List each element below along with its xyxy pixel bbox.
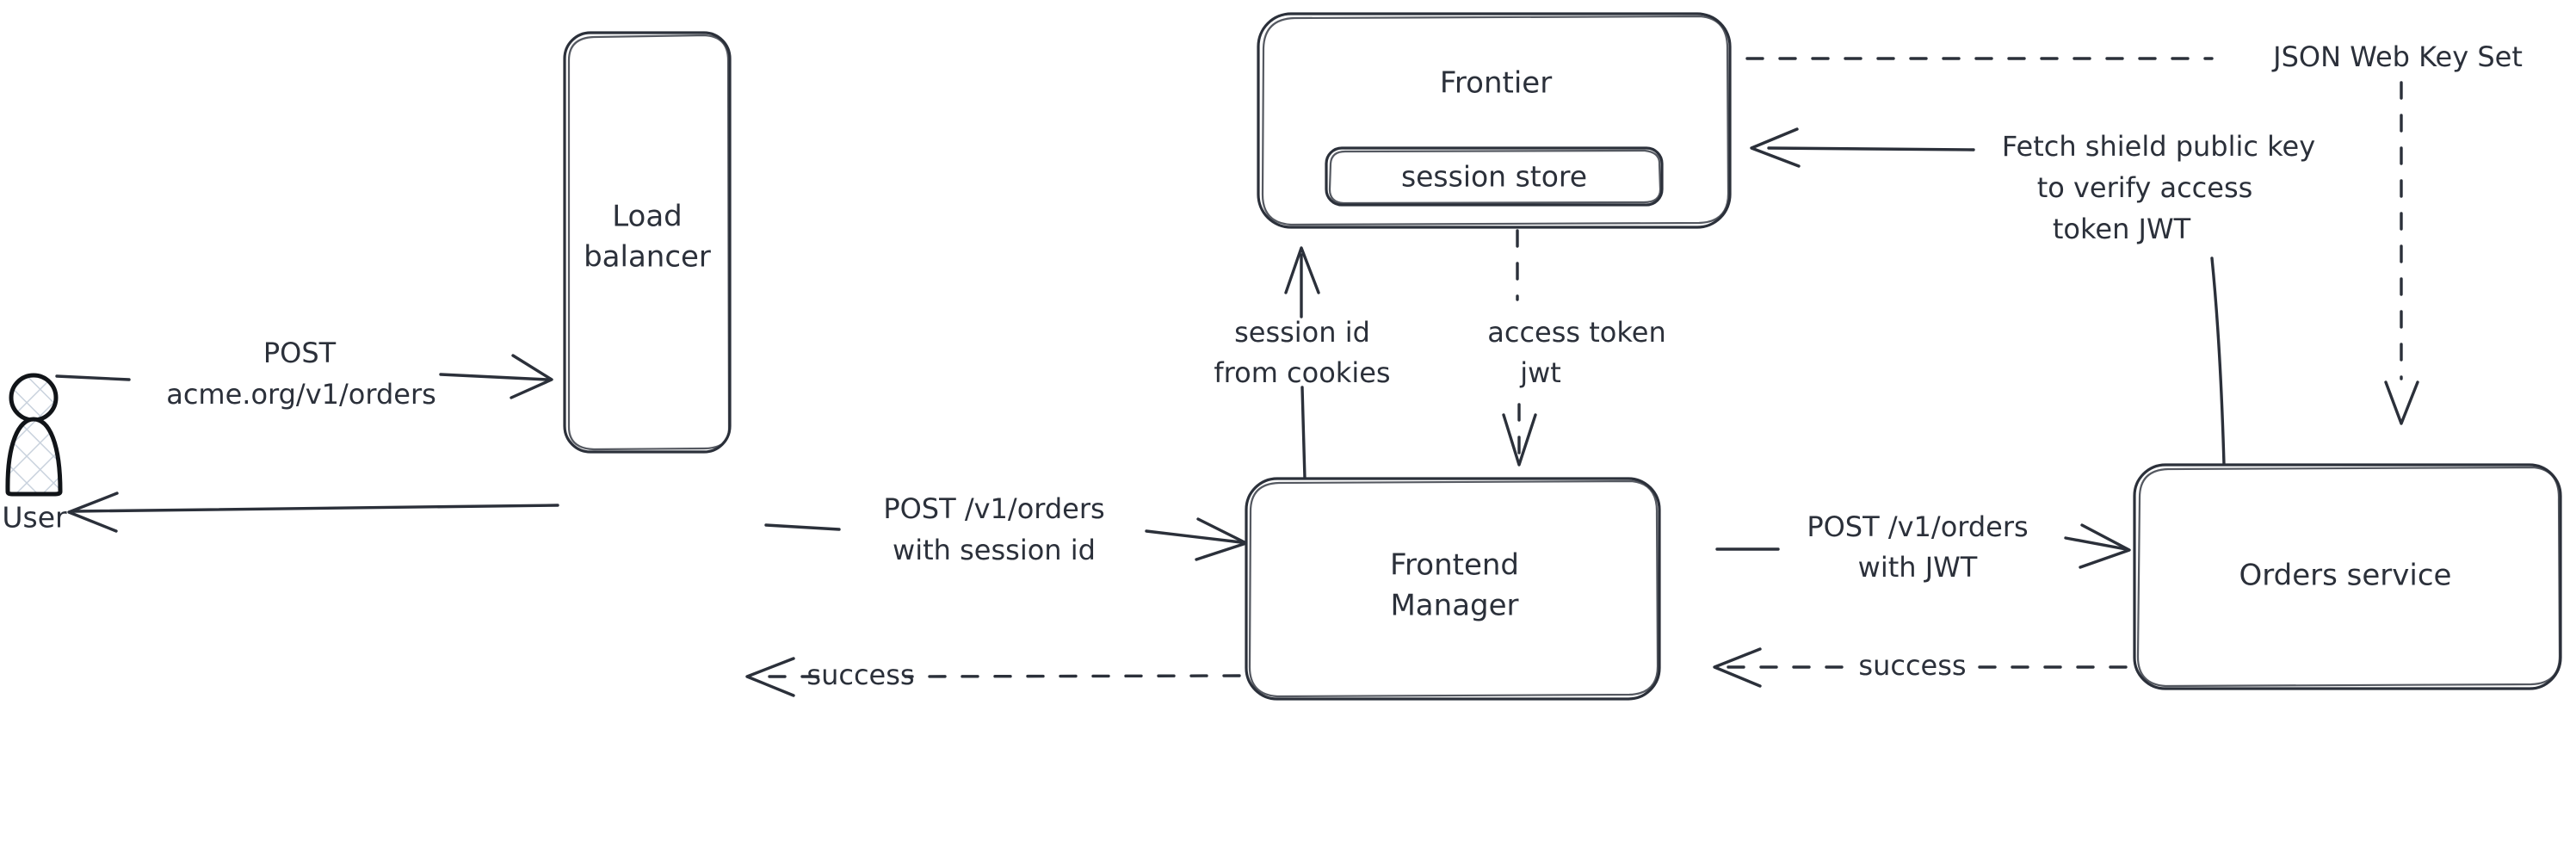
person-icon-body bbox=[5, 417, 63, 497]
edge-lb-to-fm: POST /v1/orders with session id bbox=[764, 492, 1248, 566]
edge-fm-to-orders-label-line1: POST /v1/orders bbox=[1807, 510, 2028, 543]
node-session-store[interactable]: session store bbox=[1325, 146, 1664, 207]
edge-frontier-to-orders-label: JSON Web Key Set bbox=[2271, 40, 2523, 73]
edge-frontier-to-fm-label-line2: jwt bbox=[1519, 356, 1561, 389]
edge-frontier-to-fm: access token jwt bbox=[1487, 229, 1666, 467]
node-frontend-manager[interactable]: Frontend Manager bbox=[1245, 477, 1661, 701]
edge-frontier-to-orders: JSON Web Key Set bbox=[1745, 40, 2523, 425]
edge-orders-to-frontier-label-line3: token JWT bbox=[2053, 213, 2191, 245]
frontend-manager-label-line1: Frontend bbox=[1390, 548, 1519, 583]
user-actor: User bbox=[2, 373, 67, 535]
edge-orders-to-frontier: Fetch shield public key to verify access… bbox=[1750, 127, 2315, 467]
edge-fm-to-lb-label: success bbox=[806, 658, 914, 691]
edge-orders-to-frontier-label-line1: Fetch shield public key bbox=[2002, 130, 2315, 163]
node-frontier[interactable]: Frontier session store bbox=[1257, 12, 1732, 229]
edge-lb-to-fm-label-line1: POST /v1/orders bbox=[883, 492, 1104, 525]
session-store-label: session store bbox=[1401, 160, 1587, 194]
edge-fm-to-frontier: session id from cookies bbox=[1214, 246, 1391, 480]
edge-fm-to-orders: POST /v1/orders with JWT bbox=[1715, 510, 2131, 584]
edge-user-to-lb-label-line1: POST bbox=[263, 337, 337, 369]
edge-fm-to-orders-label-line2: with JWT bbox=[1858, 551, 1978, 584]
frontend-manager-shape-sketch bbox=[1248, 479, 1659, 698]
edge-user-to-lb: POST acme.org/v1/orders bbox=[55, 337, 553, 411]
edge-frontier-to-fm-label-line1: access token bbox=[1487, 316, 1665, 349]
edge-orders-to-fm-label: success bbox=[1858, 649, 1966, 682]
session-store-shape-sketch bbox=[1328, 149, 1662, 205]
frontier-shape-sketch bbox=[1261, 15, 1730, 226]
frontier-label: Frontier bbox=[1440, 66, 1552, 101]
edge-lb-to-user bbox=[67, 492, 559, 533]
orders-service-shape[interactable] bbox=[2133, 463, 2562, 690]
load-balancer-shape-sketch bbox=[567, 34, 731, 451]
orders-service-shape-sketch bbox=[2136, 466, 2561, 688]
edge-orders-to-frontier-label-line2: to verify access bbox=[2037, 171, 2253, 204]
edge-lb-to-fm-label-line2: with session id bbox=[893, 534, 1096, 566]
node-load-balancer[interactable]: Load balancer bbox=[563, 31, 732, 454]
person-icon-head bbox=[9, 373, 59, 423]
node-orders-service[interactable]: Orders service bbox=[2133, 463, 2562, 690]
orders-service-label: Orders service bbox=[2239, 559, 2452, 593]
session-store-shape[interactable] bbox=[1325, 146, 1664, 207]
user-actor-label: User bbox=[2, 501, 67, 535]
frontend-manager-shape[interactable] bbox=[1245, 477, 1661, 701]
edge-fm-to-lb: success bbox=[745, 657, 1241, 697]
edge-fm-to-frontier-label-line2: from cookies bbox=[1214, 356, 1390, 389]
load-balancer-label-line2: balancer bbox=[584, 240, 711, 275]
edge-orders-to-fm: success bbox=[1713, 647, 2128, 688]
edge-fm-to-frontier-label-line1: session id bbox=[1234, 316, 1370, 349]
frontend-manager-label-line2: Manager bbox=[1390, 589, 1518, 623]
load-balancer-shape[interactable] bbox=[563, 31, 732, 454]
load-balancer-label-line1: Load bbox=[612, 200, 683, 234]
edge-user-to-lb-label-line2: acme.org/v1/orders bbox=[166, 378, 436, 411]
